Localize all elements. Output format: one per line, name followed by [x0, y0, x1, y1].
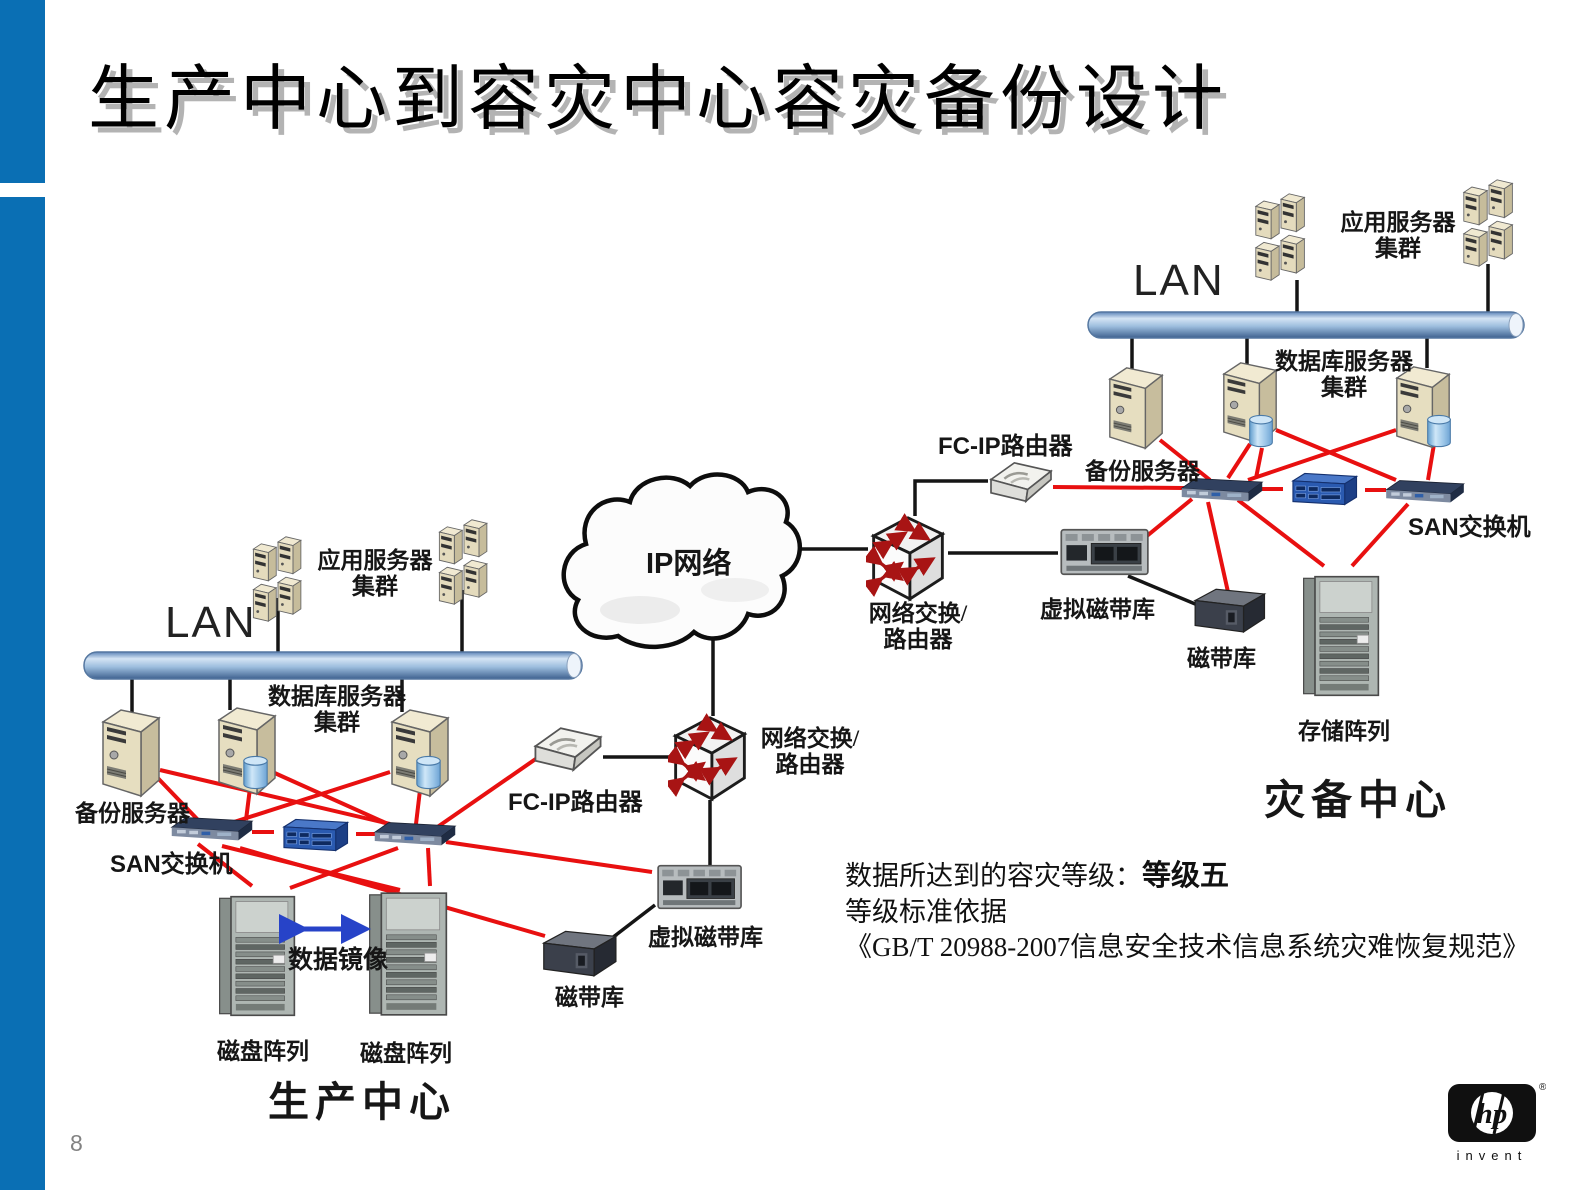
virtual-tape-library-icon — [657, 864, 743, 910]
fcip-router-label-right: FC-IP路由器 — [938, 433, 1073, 460]
app-cluster-label-left: 应用服务器 集群 — [317, 548, 433, 600]
disk-array-label-1: 磁盘阵列 — [217, 1039, 309, 1064]
hp-logo-graphic: hp ® invent — [1448, 1082, 1547, 1163]
vtl-label-left: 虚拟磁带库 — [648, 925, 763, 950]
lan-label-right: LAN — [1133, 256, 1225, 305]
virtual-tape-library-icon — [1060, 528, 1149, 576]
fcip-router-icon — [989, 461, 1053, 503]
app-cluster-label-right: 应用服务器 集群 — [1340, 210, 1456, 262]
disk-array-icon — [218, 895, 296, 1017]
connection-lines-red — [150, 428, 1436, 938]
registered-mark: ® — [1539, 1082, 1546, 1093]
hp-invent-text: invent — [1457, 1148, 1528, 1163]
fabric-switch-icon — [283, 818, 349, 852]
fabric-switch-icon — [1292, 472, 1358, 506]
data-mirror-label: 数据镜像 — [288, 947, 389, 974]
connection-lines-black — [130, 264, 1490, 940]
backup-server-icon — [1109, 367, 1163, 449]
db-cluster-label-right: 数据库服务器 集群 — [1275, 349, 1413, 401]
accent-bar-bottom — [0, 197, 45, 1190]
db-cylinder-icon — [1427, 414, 1451, 448]
san-switch-icon — [374, 822, 456, 846]
lan-bus-left — [83, 651, 583, 680]
db-cylinder-icon — [416, 755, 441, 790]
tape-library-icon — [543, 930, 617, 977]
note-line-2: 等级标准依据 — [845, 897, 1007, 928]
page-number: 8 — [70, 1130, 83, 1156]
dr-site-label: 灾备中心 — [1264, 777, 1452, 823]
production-site-label: 生产中心 — [268, 1079, 456, 1125]
backup-server-label-right: 备份服务器 — [1085, 459, 1200, 484]
backup-server-icon — [102, 709, 160, 797]
hp-logo: hp ® invent — [1446, 1080, 1547, 1173]
tape-library-label-right: 磁带库 — [1187, 646, 1256, 671]
tape-library-label-left: 磁带库 — [555, 985, 624, 1010]
db-cylinder-icon — [243, 755, 268, 790]
storage-array-label: 存储阵列 — [1298, 719, 1390, 744]
ip-network-cloud — [561, 472, 803, 649]
backup-server-label-left: 备份服务器 — [75, 801, 190, 826]
san-switch-icon — [1385, 480, 1465, 503]
note-line-3: 《GB/T 20988-2007信息安全技术信息系统灾难恢复规范》 — [845, 931, 1530, 962]
db-cluster-label-left: 数据库服务器 集群 — [268, 684, 406, 736]
network-switch-router-icon — [874, 518, 943, 599]
accent-bar-top — [0, 0, 45, 183]
san-switch-label-left: SAN交换机 — [110, 851, 233, 878]
san-switch-label-right: SAN交换机 — [1408, 514, 1531, 541]
net-switch-label-right: 网络交换/ 路由器 — [868, 601, 968, 653]
disk-array-label-2: 磁盘阵列 — [360, 1041, 452, 1066]
tape-library-icon — [1194, 588, 1266, 633]
fcip-router-label-left: FC-IP路由器 — [508, 789, 643, 816]
slide-title: 生产中心到容灾中心容灾备份设计 — [88, 61, 1229, 139]
net-switch-label-left: 网络交换/ 路由器 — [760, 726, 860, 778]
dr-level-note: 数据所达到的容灾等级：等级五 等级标准依据 《GB/T 20988-2007信息… — [845, 858, 1529, 964]
lan-bus-right — [1087, 311, 1525, 339]
fcip-router-icon — [534, 726, 602, 772]
note-line-1: 数据所达到的容灾等级：等级五 — [845, 860, 1230, 892]
storage-array-icon — [1302, 575, 1380, 697]
ip-network-label: IP网络 — [646, 548, 732, 580]
lan-label-left: LAN — [165, 598, 257, 647]
db-cylinder-icon — [1249, 414, 1273, 448]
vtl-label-right: 虚拟磁带库 — [1040, 597, 1155, 622]
